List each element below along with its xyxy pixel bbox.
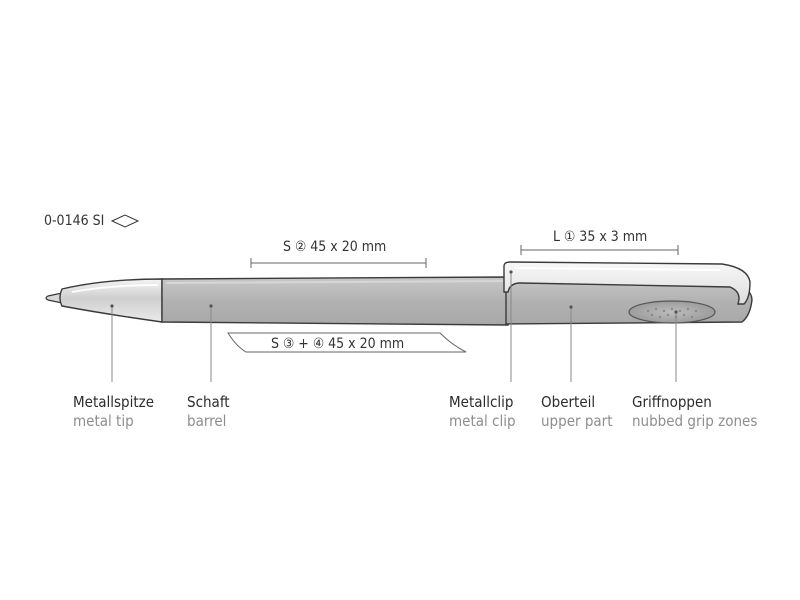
part-label-grip-zones-en: nubbed grip zones — [632, 412, 758, 430]
diamond-icon — [111, 214, 140, 228]
part-label-barrel-de: Schaft — [187, 393, 230, 411]
grip-nubs — [646, 307, 698, 319]
dimension-line-s2 — [250, 258, 427, 268]
part-label-barrel-en: barrel — [187, 412, 227, 430]
part-label-metal-clip-de: Metallclip — [449, 393, 514, 411]
part-label-upper-part-de: Oberteil — [541, 393, 596, 411]
product-code: 0-0146 SI — [44, 214, 140, 228]
refill-tip — [45, 292, 63, 304]
print-area-l1-label: L ① 35 x 3 mm — [553, 229, 648, 245]
part-label-metal-clip-en: metal clip — [449, 412, 516, 430]
grip-zone-oval — [628, 300, 716, 324]
clip-highlight — [513, 267, 721, 271]
part-label-metal-tip-de: Metallspitze — [73, 393, 155, 411]
print-area-s2-label: S ② 45 x 20 mm — [283, 239, 387, 255]
part-label-upper-part-en: upper part — [541, 412, 613, 430]
barrel-part — [161, 276, 509, 326]
dimension-line-l1 — [520, 245, 679, 255]
product-code-text: 0-0146 SI — [44, 213, 105, 229]
metal-clip-part — [503, 261, 751, 305]
part-label-grip-zones-de: Griffnoppen — [632, 393, 712, 411]
print-area-s34-label: S ③ + ④ 45 x 20 mm — [271, 336, 405, 352]
barrel-highlight — [165, 280, 505, 284]
metal-tip-highlight — [71, 284, 159, 293]
leader-lines — [110, 270, 678, 382]
wrap-print-band — [227, 332, 467, 353]
part-label-metal-tip-en: metal tip — [73, 412, 134, 430]
